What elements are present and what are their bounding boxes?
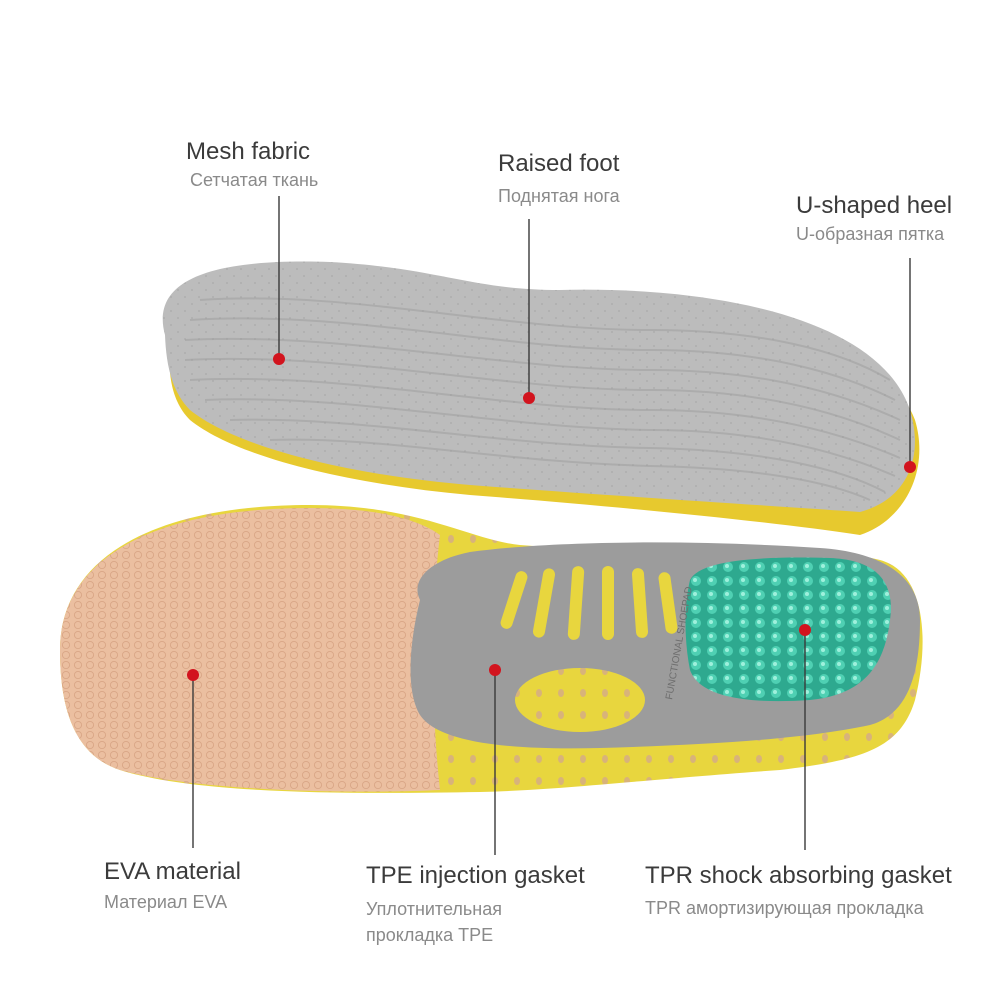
label-eva-material-ru: Материал EVA (104, 892, 228, 912)
label-tpe-gasket-ru-line2: прокладка TPE (366, 925, 494, 945)
label-u-shaped-heel: U-shaped heel U-образная пятка (796, 192, 952, 246)
marker-tpe-gasket (489, 664, 501, 676)
label-mesh-fabric-ru: Сетчатая ткань (190, 170, 319, 190)
top-insole (162, 261, 920, 535)
label-u-shaped-heel-en: U-shaped heel (796, 192, 953, 219)
arch-slots (500, 566, 678, 640)
label-raised-foot: Raised foot Поднятая нога (498, 150, 620, 208)
label-eva-material-en: EVA material (104, 858, 241, 885)
marker-mesh-fabric (273, 353, 285, 365)
bottom-insole: FUNCTIONAL SHOEPAD (60, 505, 923, 793)
markers (187, 353, 916, 681)
tpr-gel-heel (685, 557, 891, 702)
marker-eva-material (187, 669, 199, 681)
label-tpe-gasket-ru-line1: Уплотнительная (366, 899, 502, 919)
label-u-shaped-heel-ru: U-образная пятка (796, 224, 945, 244)
marker-tpr-gasket (799, 624, 811, 636)
marker-u-shaped-heel (904, 461, 916, 473)
label-mesh-fabric: Mesh fabric Сетчатая ткань (186, 138, 318, 192)
tpe-oval-insert (515, 668, 645, 732)
label-raised-foot-ru: Поднятая нога (498, 186, 620, 206)
marker-raised-foot (523, 392, 535, 404)
label-raised-foot-en: Raised foot (498, 150, 620, 177)
label-eva-material: EVA material Материал EVA (104, 858, 241, 914)
leader-lines (192, 196, 911, 855)
label-tpe-gasket: TPE injection gasket Уплотнительная прок… (366, 862, 585, 948)
label-mesh-fabric-en: Mesh fabric (186, 138, 311, 165)
mesh-stripes (184, 297, 901, 501)
label-tpe-gasket-en: TPE injection gasket (366, 862, 585, 889)
label-tpr-gasket-en: TPR shock absorbing gasket (645, 862, 952, 889)
label-tpr-gasket-ru: TPR амортизирующая прокладка (645, 898, 924, 918)
label-tpr-gasket: TPR shock absorbing gasket TPR амортизир… (645, 862, 952, 920)
